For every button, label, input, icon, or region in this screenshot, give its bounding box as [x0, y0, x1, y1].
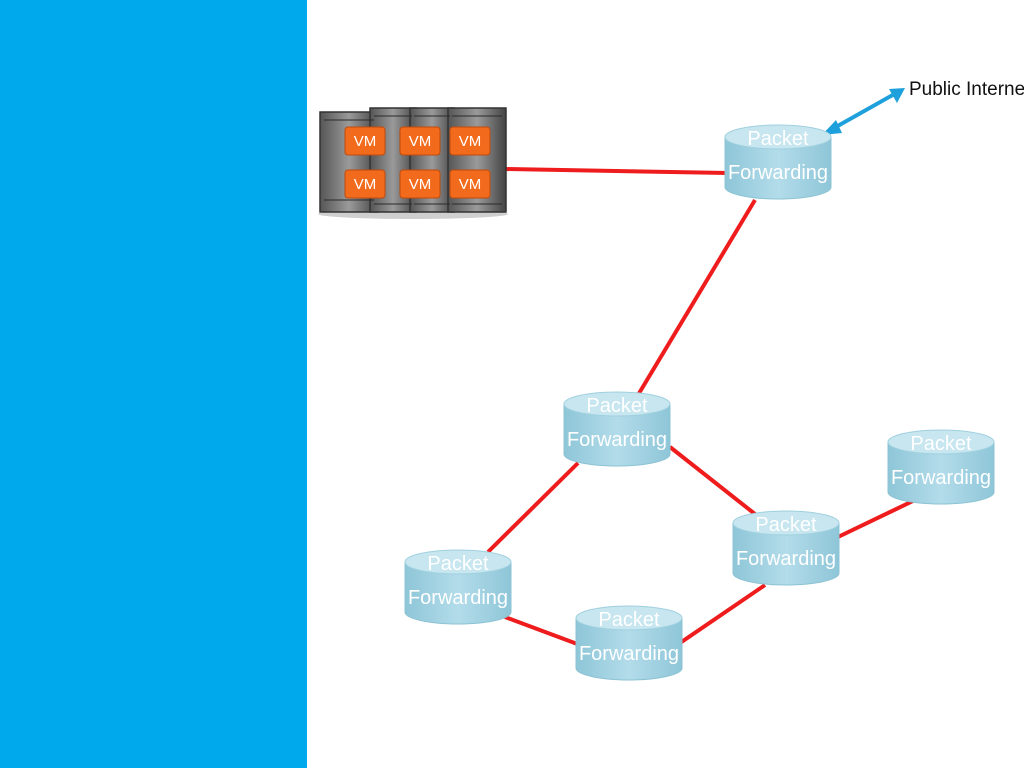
- node-label-line2: Forwarding: [579, 643, 679, 665]
- node-label-line1: Packet: [747, 128, 809, 150]
- link-n5-n6: [837, 498, 916, 539]
- vm-label: VM: [354, 176, 377, 193]
- node-label-line2: Forwarding: [891, 467, 991, 489]
- vm-box: VM: [449, 169, 491, 199]
- node-label-line2: Forwarding: [736, 548, 836, 570]
- vm-label: VM: [409, 176, 432, 193]
- node-label-line1: Packet: [586, 395, 648, 417]
- forwarding-nodes: PacketForwardingPacketForwardingPacketFo…: [404, 124, 995, 681]
- link-n2-n5: [668, 445, 762, 520]
- node-label-line2: Forwarding: [567, 429, 667, 451]
- link-n3-n4: [504, 615, 581, 647]
- vm-label: VM: [459, 133, 482, 150]
- link-n4-n5: [678, 583, 767, 645]
- node-label-line1: Packet: [598, 609, 660, 631]
- server-rack-icon: [318, 107, 508, 219]
- vm-label: VM: [409, 133, 432, 150]
- vm-group: VM VM VM VM VM VM: [344, 126, 491, 199]
- arrowhead-icon: [822, 120, 842, 135]
- node-label-line1: Packet: [427, 553, 489, 575]
- vm-box: VM: [449, 126, 491, 156]
- node-label-line1: Packet: [755, 514, 817, 536]
- vm-box: VM: [399, 169, 441, 199]
- vm-box: VM: [344, 169, 386, 199]
- node-label-line2: Forwarding: [728, 162, 828, 184]
- vm-label: VM: [459, 176, 482, 193]
- arrowhead-icon: [889, 88, 905, 103]
- public-internet-label: Public Internet: [909, 79, 1024, 100]
- node-label-line1: Packet: [910, 433, 972, 455]
- link-n1-n2: [633, 198, 757, 402]
- network-links: [486, 167, 916, 647]
- vm-label: VM: [354, 133, 377, 150]
- vm-box: VM: [399, 126, 441, 156]
- public-internet-link: [822, 88, 905, 135]
- sidebar-panel: [0, 0, 307, 768]
- vm-box: VM: [344, 126, 386, 156]
- link-server-n1: [504, 167, 729, 175]
- node-label-line2: Forwarding: [408, 587, 508, 609]
- link-n2-n3: [486, 461, 580, 554]
